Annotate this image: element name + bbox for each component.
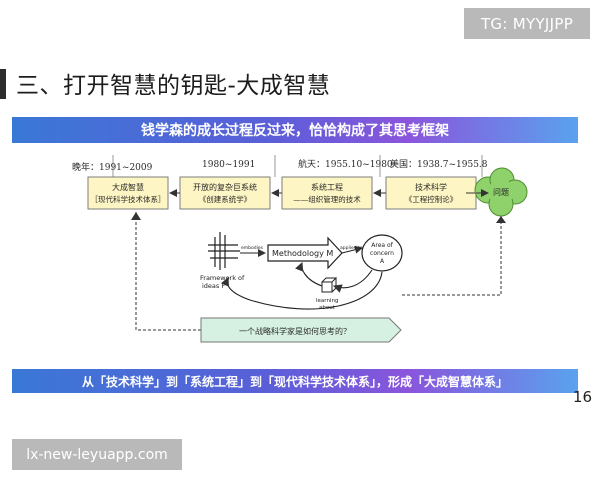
area-label: A [380, 258, 385, 265]
stage-subtitle: 《工程控制论》 [405, 194, 458, 204]
period-label-late-years: 晚年：1991~2009 [72, 161, 153, 173]
stage-title: 开放的复杂巨系统 [193, 182, 257, 192]
area-label: Area of [371, 242, 393, 249]
feedback-dashed-line [401, 216, 502, 296]
stage-box-complex-system [179, 176, 271, 210]
stage-title: 大成智慧 [112, 182, 144, 192]
period-label-usa: 美国：1938.7~1955.8 [390, 158, 488, 170]
tg-watermark-badge: TG: MYYJJPP [464, 8, 590, 39]
stage-subtitle: ［现代科学技术体系］ [91, 194, 166, 204]
stage-box-grand-wisdom [87, 176, 169, 210]
methodology-label: Methodology M [272, 249, 333, 258]
question-arrow-label: 一个战略科学家是如何思考的？ [239, 326, 351, 336]
stage-box-technical-science [385, 176, 477, 210]
top-banner: 钱学森的成长过程反过来，恰恰构成了其思考框架 [12, 117, 578, 143]
stage-title: 系统工程 [311, 182, 343, 192]
stage-subtitle: ——组织管理的技术 [293, 194, 361, 204]
page-number: 16 [572, 388, 592, 406]
dashed-arrow-head [131, 212, 141, 220]
period-label-aerospace: 航天：1955.10~1980 [298, 158, 393, 170]
title-accent-bar [0, 69, 6, 99]
dashed-arrow-head [496, 216, 506, 223]
question-arrow-box [200, 317, 402, 343]
area-label: concern [370, 250, 394, 257]
embodies-label: embodies [241, 245, 264, 251]
thinking-framework-diagram: 晚年：1991~2009 1980~1991 航天：1955.10~1980 美… [72, 155, 528, 343]
framework-label: Framework of [200, 274, 245, 282]
problem-cloud-label: 问题 [493, 188, 509, 197]
footer-url-badge: lx-new-leyuapp.com [12, 439, 182, 470]
framework-label: ideas F [202, 282, 225, 290]
feedback-dashed-line [135, 212, 201, 331]
problem-cloud-icon [474, 167, 528, 217]
stage-subtitle: 《创建系统学》 [199, 194, 252, 204]
stage-box-system-engineering [281, 176, 373, 210]
stage-title: 技术科学 [415, 182, 447, 192]
applied-to-label: applied to [340, 245, 363, 251]
learning-label: learning [316, 298, 338, 304]
bottom-banner: 从「技术科学」到「系统工程」到「现代科学技术体系」，形成「大成智慧体系」 [12, 369, 578, 393]
methodology-sketch: Framework of ideas F embodies Methodolog… [200, 232, 403, 311]
slide-title: 三、打开智慧的钥匙-大成智慧 [16, 73, 331, 99]
period-label-1980: 1980~1991 [202, 160, 255, 170]
